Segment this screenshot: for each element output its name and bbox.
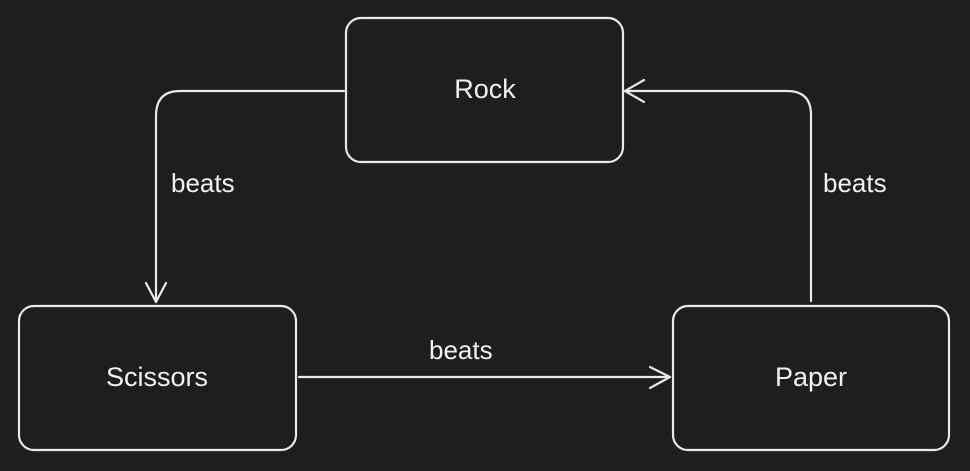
arrowhead-left-icon	[623, 78, 646, 104]
node-rock[interactable]: Rock	[344, 16, 625, 164]
edge-label-paper-rock: beats	[823, 168, 887, 198]
connector-line	[154, 89, 346, 304]
node-box	[17, 304, 298, 452]
node-paper[interactable]: Paper	[671, 304, 951, 452]
edge-scissors-beats-paper[interactable]: beats	[297, 335, 672, 390]
edge-label-scissors-paper: beats	[429, 335, 493, 365]
edge-label-rock-scissors: beats	[171, 168, 235, 198]
arrowhead-down-icon	[144, 281, 168, 304]
arrowhead-right-icon	[648, 365, 672, 390]
edge-paper-beats-rock[interactable]: beats	[623, 78, 887, 303]
node-box	[344, 16, 625, 164]
node-box	[671, 304, 951, 452]
node-label-paper: Paper	[775, 362, 847, 392]
edge-rock-beats-scissors[interactable]: beats	[144, 89, 346, 304]
node-scissors[interactable]: Scissors	[17, 304, 298, 452]
node-label-rock: Rock	[454, 74, 516, 104]
connector-line	[623, 89, 813, 303]
node-label-scissors: Scissors	[106, 362, 208, 392]
